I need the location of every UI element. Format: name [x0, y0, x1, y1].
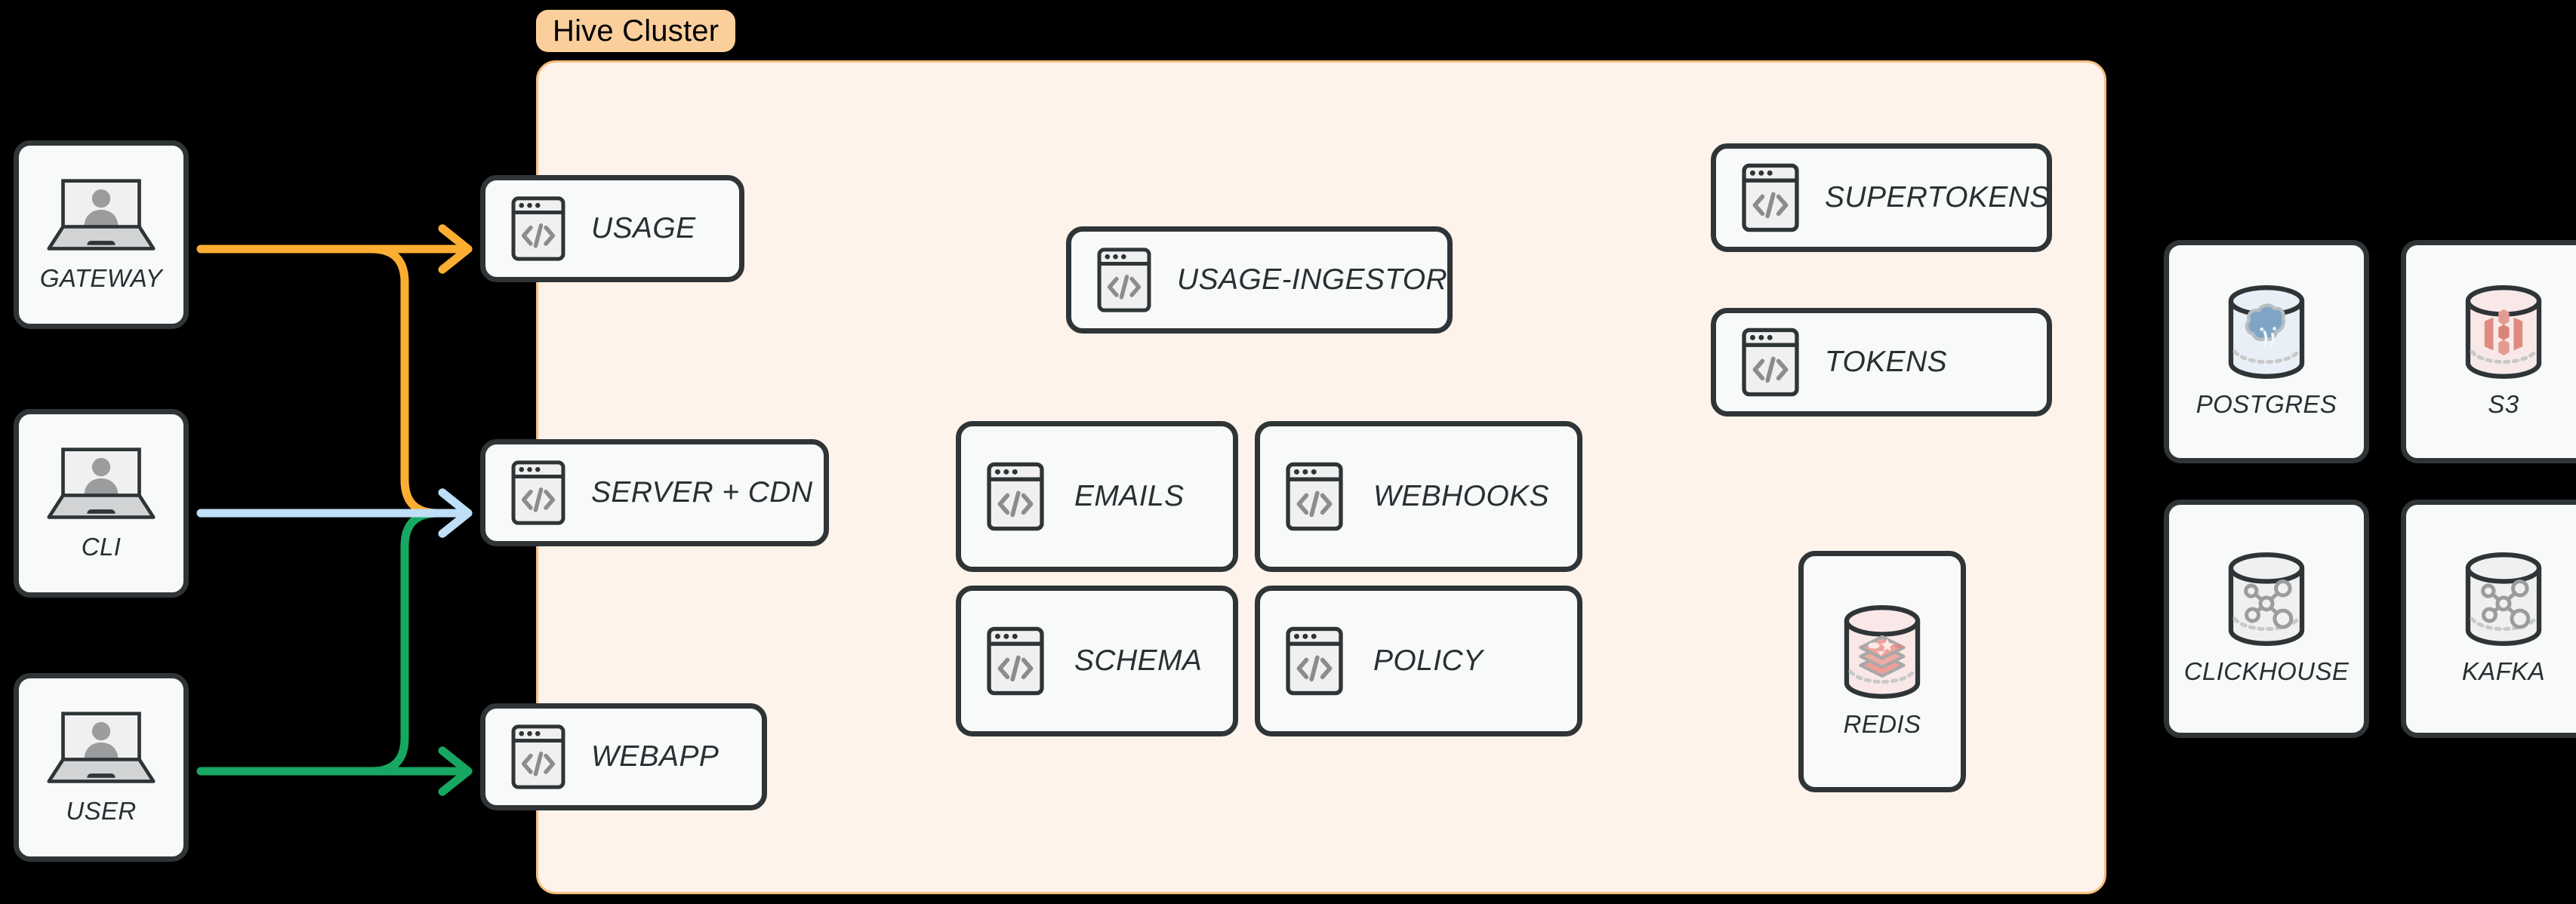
code-window-icon — [1742, 327, 1799, 397]
node-label-s3: S3 — [2488, 390, 2519, 418]
laptop-user-icon — [45, 710, 158, 786]
node-server-cdn[interactable]: SERVER + CDN — [480, 439, 829, 546]
code-window-icon — [1097, 248, 1151, 312]
code-window-icon — [1286, 626, 1343, 696]
code-window-icon — [1742, 163, 1799, 232]
code-window-icon — [1286, 623, 1343, 699]
code-window-icon — [1286, 462, 1343, 531]
postgres-cylinder-icon — [2228, 285, 2305, 379]
node-tokens[interactable]: TOKENS — [1711, 308, 2052, 417]
node-webapp[interactable]: WEBAPP — [480, 703, 767, 810]
node-label-clickhouse: CLICKHOUSE — [2183, 657, 2350, 685]
node-label-schema: SCHEMA — [1074, 644, 1203, 677]
code-window-icon — [987, 462, 1044, 531]
code-window-icon — [511, 196, 565, 261]
laptop-user-icon — [47, 711, 156, 783]
s3-cylinder-icon — [2459, 284, 2548, 380]
code-window-icon — [1286, 459, 1343, 534]
node-schema[interactable]: SCHEMA — [956, 586, 1238, 736]
node-label-webhooks: WEBHOOKS — [1373, 480, 1549, 512]
code-window-icon — [1742, 163, 1799, 232]
hive-cluster-tag: Hive Cluster — [536, 10, 736, 52]
code-window-icon — [511, 460, 565, 525]
node-label-emails: EMAILS — [1074, 480, 1185, 512]
postgres-cylinder-icon — [2222, 284, 2311, 380]
generic-cylinder-icon — [2459, 552, 2548, 647]
redis-cylinder-icon — [1844, 605, 1921, 699]
node-s3[interactable]: S3 — [2401, 240, 2576, 463]
node-user[interactable]: USER — [14, 673, 189, 862]
node-label-cli: CLI — [81, 532, 122, 561]
code-window-icon — [987, 626, 1044, 696]
node-label-usage-ingestor: USAGE-INGESTOR — [1177, 263, 1448, 296]
code-window-icon — [987, 459, 1044, 534]
node-usage[interactable]: USAGE — [480, 175, 744, 282]
node-supertokens[interactable]: SUPERTOKENS — [1711, 143, 2052, 252]
node-policy[interactable]: POLICY — [1255, 586, 1582, 736]
code-window-icon — [1097, 248, 1151, 312]
node-label-redis: REDIS — [1843, 710, 1921, 738]
node-webhooks[interactable]: WEBHOOKS — [1255, 421, 1582, 572]
node-clickhouse[interactable]: CLICKHOUSE — [2164, 500, 2369, 738]
node-cli[interactable]: CLI — [14, 409, 189, 598]
code-window-icon — [511, 196, 565, 261]
node-label-supertokens: SUPERTOKENS — [1825, 181, 2050, 214]
laptop-user-icon — [45, 446, 158, 522]
laptop-user-icon — [45, 177, 158, 254]
code-window-icon — [511, 724, 565, 789]
node-usage-ingestor[interactable]: USAGE-INGESTOR — [1066, 226, 1453, 334]
node-label-tokens: TOKENS — [1825, 346, 1948, 378]
node-label-gateway: GATEWAY — [39, 263, 163, 292]
node-redis[interactable]: REDIS — [1798, 551, 1966, 792]
laptop-user-icon — [47, 178, 156, 251]
node-label-postgres: POSTGRES — [2195, 390, 2337, 418]
generic-cylinder-icon — [2222, 552, 2311, 647]
code-window-icon — [511, 460, 565, 525]
node-label-server-cdn: SERVER + CDN — [591, 476, 813, 509]
redis-cylinder-icon — [1838, 604, 1927, 700]
node-label-webapp: WEBAPP — [591, 740, 719, 773]
generic-cylinder-icon — [2228, 552, 2305, 646]
laptop-user-icon — [47, 447, 156, 519]
node-label-usage: USAGE — [591, 212, 696, 244]
node-emails[interactable]: EMAILS — [956, 421, 1238, 572]
generic-cylinder-icon — [2465, 552, 2542, 646]
node-postgres[interactable]: POSTGRES — [2164, 240, 2369, 463]
code-window-icon — [1742, 327, 1799, 397]
code-window-icon — [987, 623, 1044, 699]
node-label-kafka: KAFKA — [2461, 657, 2546, 685]
node-gateway[interactable]: GATEWAY — [14, 140, 189, 329]
node-label-policy: POLICY — [1373, 644, 1484, 677]
node-kafka[interactable]: KAFKA — [2401, 500, 2576, 738]
code-window-icon — [511, 724, 565, 789]
node-label-user: USER — [66, 796, 137, 825]
s3-cylinder-icon — [2465, 285, 2542, 379]
